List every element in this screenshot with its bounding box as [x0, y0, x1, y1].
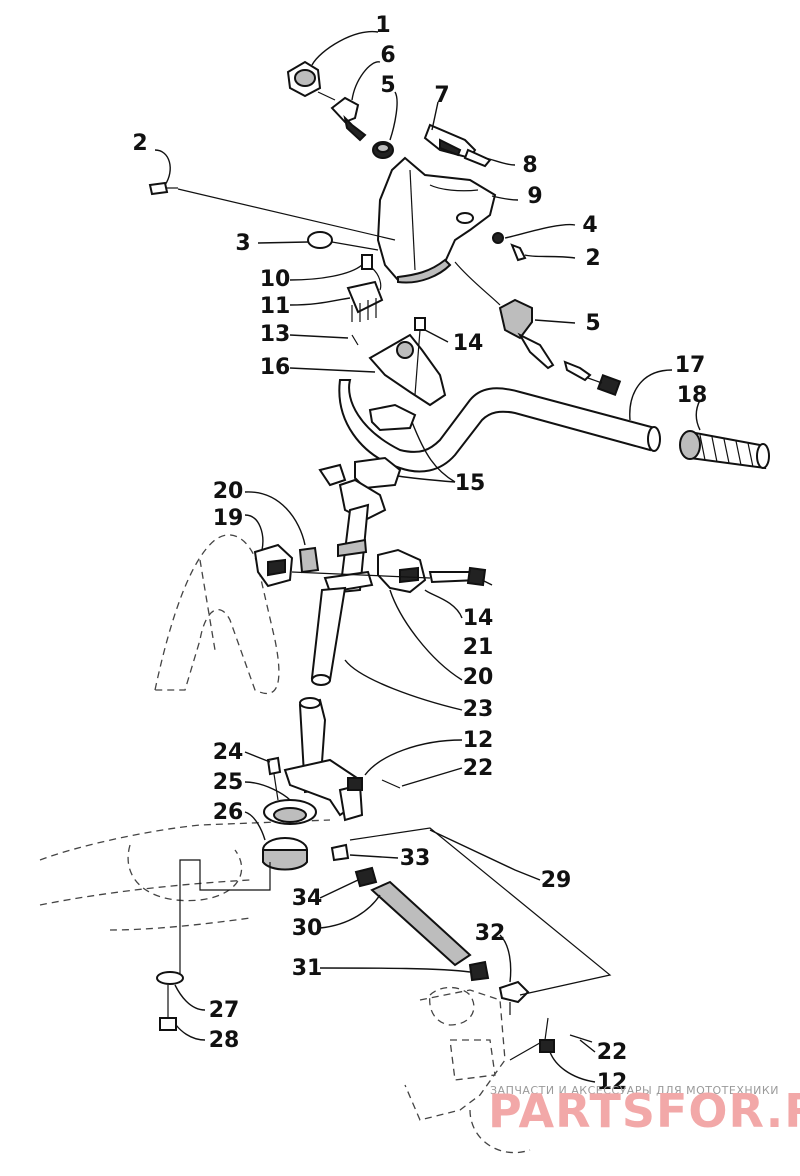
callout-15: 15	[455, 471, 486, 496]
callout-21: 21	[463, 635, 494, 660]
callout-9: 9	[527, 184, 542, 209]
washer-screw-right	[492, 232, 527, 262]
callout-31: 31	[292, 956, 323, 981]
callout-6: 6	[380, 43, 395, 68]
callout-27: 27	[209, 998, 240, 1023]
throttle-control	[454, 261, 555, 370]
callout-1: 1	[375, 13, 390, 38]
callout-5: 5	[585, 311, 600, 336]
callout-20: 20	[463, 665, 494, 690]
handlebar-clamp	[354, 317, 447, 490]
steering-post-upper	[310, 463, 387, 686]
leader-lines	[154, 30, 701, 1083]
callout-20: 20	[213, 479, 244, 504]
wiring-connector	[346, 254, 384, 346]
callout-26: 26	[213, 800, 244, 825]
steering-post-lower	[283, 697, 364, 822]
tie-rod-group-bracket	[349, 827, 612, 996]
callout-13: 13	[260, 322, 291, 347]
callout-18: 18	[677, 383, 708, 408]
callout-14: 14	[463, 606, 494, 631]
callout-30: 30	[292, 916, 323, 941]
callout-3: 3	[235, 231, 250, 256]
ignition-key	[330, 96, 367, 142]
dash-panel	[376, 156, 497, 284]
callout-4: 4	[582, 213, 597, 238]
callout-24: 24	[213, 740, 244, 765]
callout-17: 17	[675, 353, 706, 378]
callout-33: 33	[400, 846, 431, 871]
steering-bushings	[253, 543, 487, 594]
dash-light	[423, 123, 492, 168]
callout-16: 16	[260, 355, 291, 380]
callout-23: 23	[463, 697, 494, 722]
tie-rod	[330, 843, 530, 1015]
callout-28: 28	[209, 1028, 240, 1053]
callout-10: 10	[260, 267, 291, 292]
bolt-washer	[156, 971, 184, 1031]
callout-5: 5	[380, 73, 395, 98]
chassis-outline-dashed	[39, 534, 331, 931]
callout-25: 25	[213, 770, 244, 795]
watermark-tagline: ЗАПЧАСТИ И АКСЕССУАРЫ ДЛЯ МОТОТЕХНИКИ	[490, 1084, 779, 1097]
long-screw	[148, 181, 396, 241]
callout-34: 34	[292, 886, 323, 911]
callout-11: 11	[260, 294, 291, 319]
handlebar-grip	[679, 430, 770, 470]
switch-nut	[372, 141, 394, 159]
heater-wire-plug	[563, 360, 622, 396]
lower-bearing	[262, 756, 317, 871]
watermark-brand: PARTSFOR.RU	[488, 1084, 800, 1138]
callout-22: 22	[597, 1040, 628, 1065]
grommet	[307, 231, 379, 251]
castle-nut-lower	[509, 1017, 593, 1061]
watermark: ЗАПЧАСТИ И АКСЕССУАРЫ ДЛЯ МОТОТЕХНИКИ PA…	[488, 1084, 800, 1138]
ignition-switch	[286, 60, 336, 101]
callout-22: 22	[463, 756, 494, 781]
callout-12: 12	[463, 728, 494, 753]
callout-29: 29	[541, 868, 572, 893]
callout-8: 8	[522, 153, 537, 178]
callout-labels: 1 6 5 7 2 8 9 4 3 2 10 11 5 13 14 16 17 …	[132, 13, 707, 1095]
callout-2: 2	[585, 246, 600, 271]
callout-19: 19	[213, 506, 244, 531]
callout-32: 32	[475, 921, 506, 946]
castle-nut-upper	[347, 777, 401, 791]
callout-7: 7	[434, 83, 449, 108]
callout-14: 14	[453, 331, 484, 356]
spindle-outline-dashed	[404, 986, 531, 1154]
callout-2: 2	[132, 131, 147, 156]
callout-12: 12	[597, 1070, 628, 1095]
bolt-path-line	[179, 859, 271, 975]
